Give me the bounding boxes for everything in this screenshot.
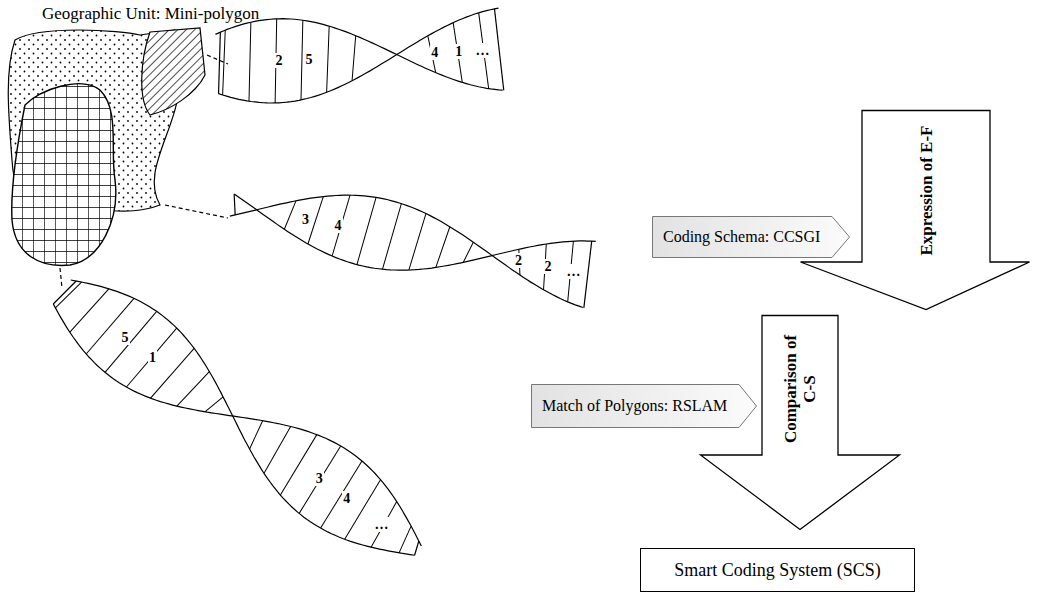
strand-rung [294, 446, 345, 513]
down-arrow: Expression of E-F [800, 110, 1030, 310]
strand-rung [86, 295, 134, 358]
strand-number: 3 [301, 212, 310, 227]
strand-rung [436, 226, 450, 269]
down-arrow: Comparison of C-S [700, 315, 900, 530]
strand-number: 4 [430, 45, 439, 60]
strand-rung [409, 212, 426, 271]
strand-rung [357, 196, 376, 265]
strand-end [494, 9, 503, 91]
strand-rung [463, 241, 473, 263]
strand-number: 2 [544, 259, 553, 274]
strand-number: 1 [148, 350, 157, 365]
strand-rung [126, 325, 176, 391]
strand-number: 5 [304, 52, 313, 67]
strand-rung [514, 249, 525, 275]
strand-number: 5 [121, 330, 130, 345]
diagram-title: Geographic Unit: Mini-polygon [42, 4, 259, 24]
strand-curve [38, 260, 441, 583]
strand-rung [259, 426, 295, 473]
strand-number: 2 [274, 53, 283, 68]
strand-number: 1 [454, 44, 463, 59]
strand-end [215, 32, 223, 93]
strand-rung [316, 461, 367, 528]
strand-rung [55, 279, 81, 312]
node-outline [800, 110, 1030, 310]
strand-rung [538, 244, 553, 290]
box-label: Match of Polygons: RSLAM [542, 397, 727, 415]
leader-lines [60, 55, 228, 288]
box-label: Coding Schema: CCSGI [663, 228, 820, 246]
strand-curve [38, 260, 441, 583]
strand-rung [383, 202, 402, 270]
pentagon-shape [653, 217, 850, 258]
strand [225, 171, 597, 309]
dna-strands [38, 7, 596, 583]
arrow-label: Comparison of C-S [781, 327, 819, 451]
strand-rung [366, 502, 401, 548]
strand-number: 4 [342, 491, 351, 506]
strand-rung [350, 36, 358, 81]
strand-number: … [475, 43, 491, 58]
arrow-shape [801, 111, 1030, 310]
strand-number: 2 [514, 253, 523, 268]
hatched-polygon [142, 28, 205, 115]
strand-rung [70, 285, 109, 335]
grid-polygon [12, 84, 116, 266]
strand-curve [226, 171, 596, 308]
strand-end [53, 278, 76, 307]
strand-rung [453, 22, 462, 82]
box-label: Smart Coding System (SCS) [674, 560, 881, 581]
pentagon-shape [532, 385, 757, 428]
strand-number: … [566, 264, 582, 279]
strand-number: 3 [315, 471, 324, 486]
process-box: Smart Coding System (SCS) [640, 548, 915, 592]
strand-rung [284, 200, 296, 231]
arrow-label: Expression of E-F [917, 122, 936, 258]
strand [38, 260, 441, 583]
box-shape [641, 549, 915, 592]
label-arrow-box: Coding Schema: CCSGI [652, 216, 850, 258]
label-arrow-box: Match of Polygons: RSLAM [531, 384, 757, 428]
strand-end [230, 194, 239, 215]
strand-rung [323, 26, 332, 92]
strand-end [411, 541, 423, 555]
strand-rung [332, 194, 350, 257]
strand-number: … [374, 517, 390, 532]
arrow-shape [701, 316, 900, 530]
strand-rung [308, 195, 323, 245]
strand-rung [205, 393, 223, 415]
strand-rung [177, 368, 209, 410]
strand-rung [245, 421, 268, 449]
strand-rung [245, 22, 255, 101]
strand-number: 4 [334, 218, 343, 233]
strand-rung [394, 526, 416, 553]
strand-rung [105, 308, 157, 376]
